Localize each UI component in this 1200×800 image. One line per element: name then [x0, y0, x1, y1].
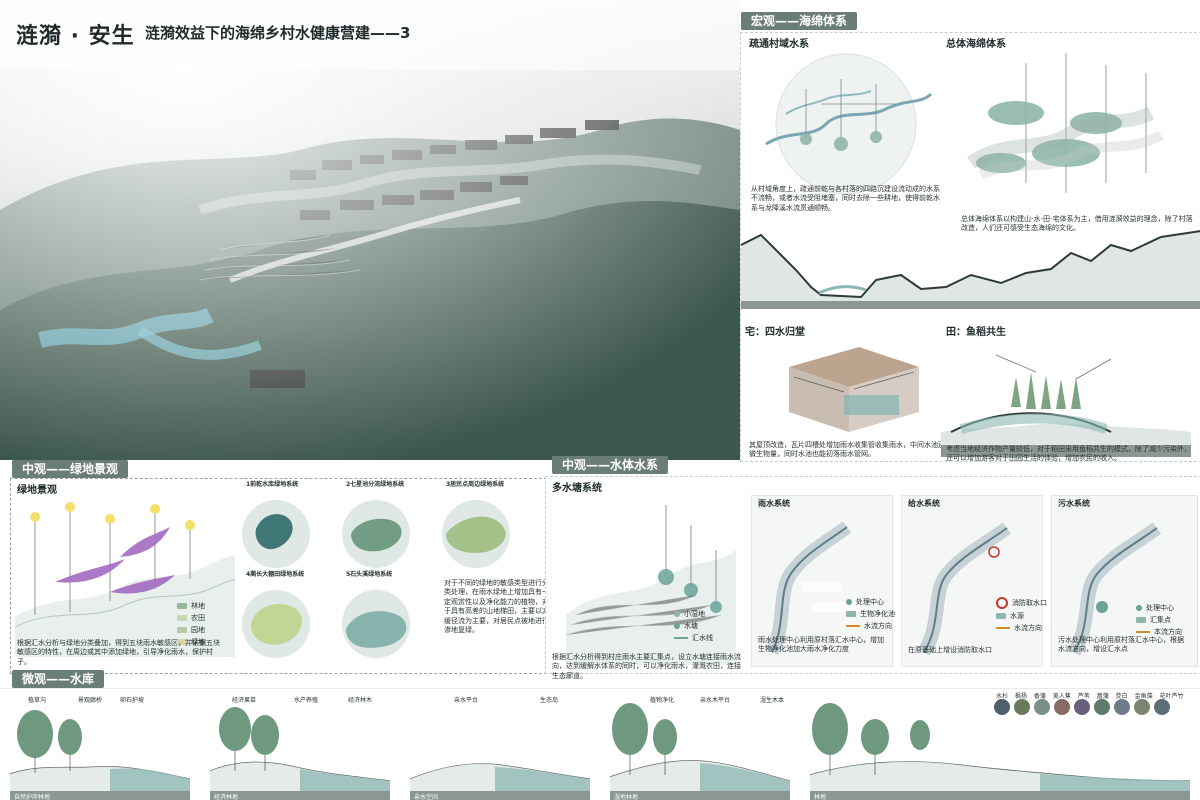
village-water-diagram — [765, 53, 933, 195]
micro-label-3: 卵石护坡 — [120, 697, 145, 704]
section-tag-green: 中观——绿地景观 — [12, 460, 129, 478]
section-tag-water: 中观——水体水系 — [552, 456, 669, 474]
legend-collection-point: 汇集点 — [1136, 615, 1182, 625]
micro-label-4: 经济果苗 — [232, 697, 257, 704]
rain-system-svg — [765, 521, 862, 656]
green-legend: 林地 农田 园地 绿地 — [177, 599, 205, 649]
micro-bar-2: 经济林地 — [210, 791, 390, 800]
aerial-illustration: 涟漪 · 安生 涟漪效益下的海绵乡村水健康营建——3 — [0, 0, 740, 460]
water-caption: 根据汇水分析得到村庄雨水主要汇集点，设立水塘连接雨水流向，达到缓解水体系的同时，… — [552, 653, 741, 680]
legend-item-greenland: 绿地 — [177, 637, 205, 647]
water-legend-pond: 水塘 — [674, 621, 713, 631]
macro-right-title: 总体海绵体系 — [946, 39, 1006, 50]
micro-bar-5: 林地 — [810, 791, 1190, 800]
map-legend-b: 消防取水口 水源 水流方向 — [996, 595, 1047, 635]
field-caption: 考虑当地经济作物产量较低，对于稻田采用鱼稻共生的模式，除了减少污染外，还可以增加… — [946, 445, 1191, 463]
micro-label-6: 经济林木 — [348, 697, 373, 704]
micro-label-10: 亲水木平台 — [700, 697, 731, 704]
micro-label-1: 植草沟 — [28, 697, 47, 704]
green-system-4-title: 4蔺长大棚田绿地系统 — [246, 571, 305, 578]
green-system-5-title: 5石头溪绿地系统 — [346, 571, 393, 578]
supply-system-map: 给水系统 在原基础上增设消防取水口 — [901, 495, 1043, 667]
legend-item-forest: 林地 — [177, 601, 205, 611]
micro-label-2: 景观廊桥 — [78, 697, 103, 704]
water-left-title: 多水塘系统 — [552, 483, 602, 494]
house-caption: 其屋顶改造，瓦片四槽处增加雨水收集管收集雨水，中间水池还为增加微生物量，同时水池… — [749, 441, 966, 459]
page-subtitle: 涟漪效益下的海绵乡村水健康营建——3 — [145, 24, 411, 42]
legend-item-farmland: 农田 — [177, 613, 205, 623]
legend-fire-intake: 消防取水口 — [996, 597, 1047, 609]
water-pond-diagram — [565, 505, 736, 665]
water-legend: 小湿地 水塘 汇水线 — [674, 607, 713, 645]
legend-treatment-center-2: 处理中心 — [1136, 603, 1182, 613]
legend-item-garden: 园地 — [177, 625, 205, 635]
plant-labels: 水杉 枫杨 香蒲 美人蕉 芦苇 菖蒲 茭白 金鱼藻 花叶芦竹 — [996, 693, 1184, 700]
legend-flow-direction: 水流方向 — [846, 621, 895, 631]
rain-system-map: 雨水系统 雨水处理中心利用原村落汇水中心，增加生物净化池加大雨水净化力度 — [751, 495, 893, 667]
micro-bar-1: 自然护岸林地 — [10, 791, 190, 800]
sewage-system-svg — [1067, 522, 1162, 656]
micro-label-7: 亲水平台 — [454, 697, 479, 704]
supply-system-svg — [917, 522, 1012, 656]
page-title: 涟漪 · 安生 — [16, 24, 135, 49]
field-title: 田：鱼稻共生 — [946, 327, 1006, 338]
sponge-system-diagram — [966, 53, 1164, 193]
field-diagram — [941, 354, 1191, 457]
aerial-svg — [0, 0, 740, 460]
legend-water-direction: 水流方向 — [996, 623, 1047, 633]
green-side-caption: 对于不同的绿地的敏感类型进行分类处理，在雨水绿地上增加具有一定观赏性以及净化能力… — [444, 579, 549, 635]
macro-left-title: 疏通村域水系 — [749, 39, 809, 50]
green-caption: 根据汇水分析与绿地分类叠加，得到五块雨水敏感区，并依据五块敏感区的特性，在周边或… — [17, 639, 220, 666]
green-panel: 绿地景观 林地 农田 园地 绿地 — [10, 478, 552, 674]
micro-label-9: 植物净化 — [650, 697, 675, 704]
legend-treatment-center: 处理中心 — [846, 597, 895, 607]
legend-bio-pond: 生物净化池 — [846, 609, 895, 619]
sewage-system-map: 污水系统 污水处理中心利用原村落汇水中心，根据水流方向，增设汇水点 — [1051, 495, 1198, 667]
section-tag-macro: 宏观——海绵体系 — [741, 12, 858, 30]
legend-water-source: 水源 — [996, 611, 1047, 621]
macro-panel: 疏通村域水系 总体海绵体系 — [740, 32, 1200, 462]
supply-system-title: 给水系统 — [908, 499, 940, 508]
section-tag-micro: 微观——水库 — [12, 670, 105, 688]
supply-system-caption: 在原基础上增设消防取水口 — [908, 646, 992, 654]
sewage-system-title: 污水系统 — [1058, 499, 1090, 508]
micro-label-8: 生态岛 — [540, 697, 559, 704]
green-left-title: 绿地景观 — [17, 485, 57, 496]
sewage-system-caption: 污水处理中心利用原村落汇水中心，根据水流方向，增设汇水点 — [1058, 636, 1184, 654]
green-system-1-title: 1前乾水库绿地系统 — [246, 481, 299, 488]
green-system-3-title: 3居民点周边绿地系统 — [446, 481, 505, 488]
micro-label-5: 水产养殖 — [294, 697, 319, 704]
green-system-circles — [242, 500, 510, 658]
water-legend-line: 汇水线 — [674, 633, 713, 643]
legend-main-flow: 本流方向 — [1136, 627, 1182, 637]
map-legend-c: 处理中心 汇集点 本流方向 — [1136, 601, 1182, 639]
micro-sections — [0, 689, 1200, 800]
micro-bar-3: 亲水空间 — [410, 791, 590, 800]
water-legend-wetland: 小湿地 — [674, 609, 713, 619]
macro-left-caption: 从村域角度上，疏通前乾与各村落的四路沉建设流动成的水系不流畅，或者水流受阻堵塞，… — [751, 185, 940, 212]
micro-label-11: 湿生木本 — [760, 697, 785, 704]
rain-system-title: 雨水系统 — [758, 499, 790, 508]
house-title: 宅：四水归堂 — [745, 327, 805, 338]
rain-system-caption: 雨水处理中心利用原村落汇水中心，增加生物净化池加大雨水净化力度 — [758, 636, 884, 654]
green-system-2-title: 2七星池分流绿地系统 — [346, 481, 405, 488]
micro-bar-4: 湿地林地 — [610, 791, 790, 800]
macro-section-profile — [741, 230, 1200, 309]
micro-strip: 植草沟 景观廊桥 卵石护坡 经济果苗 水产养殖 经济林木 亲水平台 生态岛 植物… — [0, 688, 1200, 800]
house-diagram — [789, 347, 919, 432]
macro-right-caption: 总体海绵体系以构建山-水-田-宅体系为主，借用涟漪效益的理念，除了村落改造，人们… — [961, 215, 1193, 233]
water-panel: 多水塘系统 小湿地 水塘 汇水线 根据汇水分析得到村庄雨水主要汇集点，设立水塘连… — [545, 476, 1200, 680]
map-legend-a: 处理中心 生物净化池 水流方向 — [846, 595, 895, 633]
